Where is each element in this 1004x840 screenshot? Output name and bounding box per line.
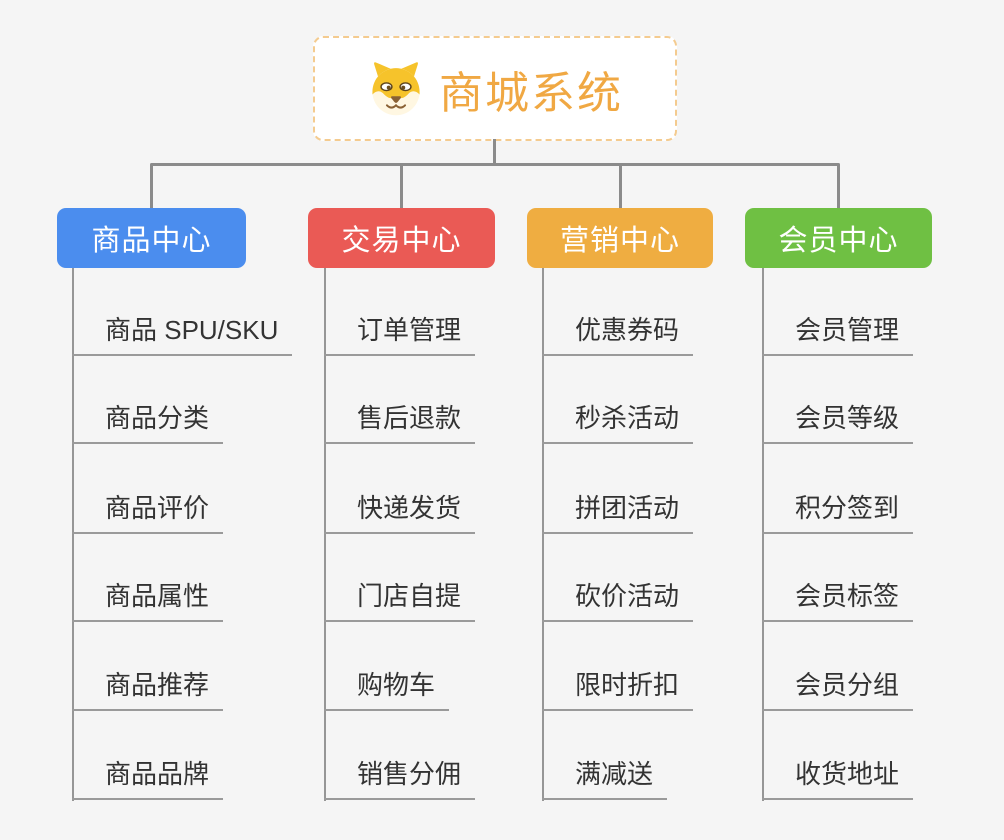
connector-root-stem [493,139,496,165]
branch-node-member-center[interactable]: 会员中心 [745,208,932,268]
subtopic-product-recommend[interactable]: 商品推荐 [72,669,224,711]
root-topic-node[interactable]: 商城系统 [313,36,677,141]
connector-drop-product [150,165,153,209]
subtopic-shipping-address[interactable]: 收货地址 [762,758,914,800]
dog-face-icon [372,61,420,115]
branch-node-marketing-center[interactable]: 营销中心 [527,208,713,268]
subtopic-aftersale-refund[interactable]: 售后退款 [324,402,476,444]
branch-node-product-center[interactable]: 商品中心 [57,208,246,268]
subtopic-group-buy[interactable]: 拼团活动 [542,492,694,534]
subtopic-spend-and-save[interactable]: 满减送 [542,758,668,800]
subtopic-product-category[interactable]: 商品分类 [72,402,224,444]
subtopic-express-shipping[interactable]: 快递发货 [324,492,476,534]
subtopic-points-checkin[interactable]: 积分签到 [762,492,914,534]
subtopic-product-attribute[interactable]: 商品属性 [72,580,224,622]
branch-node-trade-center[interactable]: 交易中心 [308,208,495,268]
subtopic-product-brand[interactable]: 商品品牌 [72,758,224,800]
subtopic-coupon-code[interactable]: 优惠券码 [542,314,694,356]
connector-drop-member [837,165,840,209]
connector-trunk-marketing [542,268,544,801]
connector-trunk-trade [324,268,326,801]
subtopic-member-management[interactable]: 会员管理 [762,314,914,356]
connector-bus [150,163,840,166]
subtopic-limited-time-discount[interactable]: 限时折扣 [542,669,694,711]
subtopic-product-spu-sku[interactable]: 商品 SPU/SKU [72,314,293,356]
subtopic-order-management[interactable]: 订单管理 [324,314,476,356]
root-topic-title: 商城系统 [439,68,623,118]
subtopic-bargain-activity[interactable]: 砍价活动 [542,580,694,622]
subtopic-member-level[interactable]: 会员等级 [762,402,914,444]
connector-trunk-member [762,268,764,801]
subtopic-member-groups[interactable]: 会员分组 [762,669,914,711]
subtopic-store-pickup[interactable]: 门店自提 [324,580,476,622]
connector-trunk-product [72,268,74,801]
connector-drop-marketing [619,165,622,209]
subtopic-product-review[interactable]: 商品评价 [72,492,224,534]
subtopic-shopping-cart[interactable]: 购物车 [324,669,450,711]
subtopic-flash-sale[interactable]: 秒杀活动 [542,402,694,444]
connector-drop-trade [400,165,403,209]
subtopic-member-tags[interactable]: 会员标签 [762,580,914,622]
subtopic-sales-commission[interactable]: 销售分佣 [324,758,476,800]
